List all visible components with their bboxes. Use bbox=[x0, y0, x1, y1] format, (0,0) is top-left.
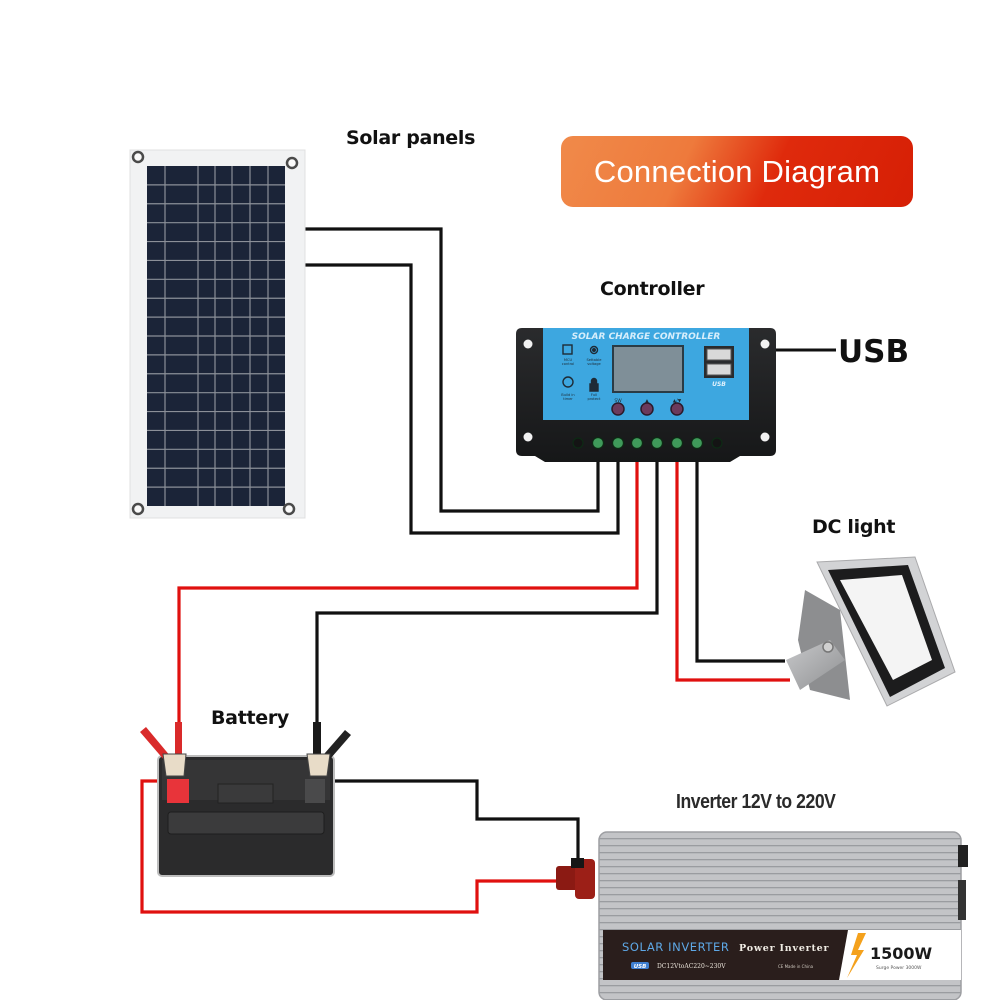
grommet-icon bbox=[131, 502, 145, 516]
wire-solar-positive bbox=[300, 227, 600, 513]
black-clamp bbox=[306, 722, 351, 777]
terminal-screw-icon bbox=[630, 436, 644, 450]
button-label: SW bbox=[614, 398, 622, 404]
usb-port-icon[interactable] bbox=[706, 363, 732, 376]
inverter-power: 1500W bbox=[870, 944, 933, 963]
panel-cell-grid bbox=[147, 166, 285, 506]
usb-ports: USB bbox=[704, 346, 734, 388]
grommet-icon bbox=[285, 156, 299, 170]
button-label: ▲/▼ bbox=[673, 398, 682, 404]
panel-grommets bbox=[131, 150, 299, 516]
inverter-red-cap bbox=[556, 866, 578, 890]
wire-inverter-positive bbox=[140, 779, 560, 914]
lcd-screen bbox=[612, 345, 684, 393]
battery-label: Battery bbox=[211, 707, 290, 729]
terminal-screw-icon bbox=[690, 436, 704, 450]
light-pivot-icon bbox=[822, 641, 834, 653]
wire-inverter-negative bbox=[318, 779, 580, 860]
inverter-label: Inverter 12V to 220V bbox=[676, 791, 836, 813]
red-clamp bbox=[140, 722, 187, 777]
inverter-brand: SOLAR INVERTER bbox=[622, 940, 730, 954]
terminal-screw-icon bbox=[591, 436, 605, 450]
terminal-screw-icon bbox=[670, 436, 684, 450]
solar-panels-label: Solar panels bbox=[346, 127, 476, 149]
mcu-chip-icon bbox=[562, 344, 573, 355]
controller-terminals bbox=[572, 436, 723, 450]
battery-positive-terminal bbox=[167, 779, 189, 803]
inverter: SOLAR INVERTER Power Inverter USB DC12Vt… bbox=[556, 831, 968, 1000]
inverter-cert: CE Made in China bbox=[778, 964, 814, 969]
wire-battery-positive bbox=[177, 458, 639, 722]
feature-label: control bbox=[562, 362, 574, 366]
feature-label: Build in bbox=[561, 393, 574, 397]
battery bbox=[140, 722, 351, 877]
dc-light bbox=[786, 556, 956, 707]
terminal-screw-icon bbox=[650, 436, 664, 450]
lock-icon bbox=[589, 377, 599, 392]
charge-controller: SOLAR CHARGE CONTROLLER MCU control Sett… bbox=[516, 328, 776, 462]
up-button[interactable] bbox=[640, 402, 654, 416]
feature-label: voltage bbox=[587, 362, 601, 366]
controller-buttons: SW ▲ ▲/▼ bbox=[611, 398, 684, 416]
wire-load-positive bbox=[675, 458, 790, 682]
wire-solar-negative bbox=[300, 263, 620, 535]
wires bbox=[140, 227, 836, 914]
sw-button[interactable] bbox=[611, 402, 625, 416]
wire-battery-negative bbox=[315, 458, 659, 722]
wire-load-negative bbox=[695, 458, 785, 663]
battery-negative-terminal bbox=[305, 779, 325, 803]
inverter-spec: DC12VtoAC220~230V bbox=[657, 963, 726, 970]
controller-header: SOLAR CHARGE CONTROLLER bbox=[572, 332, 721, 342]
terminal-cap-icon bbox=[711, 437, 723, 449]
button-label: ▲ bbox=[645, 399, 649, 404]
up-down-button[interactable] bbox=[670, 402, 684, 416]
banner-title: Connection Diagram bbox=[593, 153, 881, 189]
controller-label: Controller bbox=[600, 278, 705, 300]
feature-label: Full bbox=[591, 393, 597, 397]
feature-icons bbox=[562, 344, 599, 392]
feature-label: Settable bbox=[586, 358, 602, 362]
gear-icon bbox=[589, 345, 599, 355]
inverter-type: Power Inverter bbox=[739, 943, 830, 954]
grommet-icon bbox=[131, 150, 145, 164]
connection-diagram-banner: Connection Diagram bbox=[561, 136, 913, 207]
terminal-cap-icon bbox=[572, 437, 584, 449]
inverter-usb-badge: USB bbox=[634, 964, 647, 970]
usb-port-icon[interactable] bbox=[706, 348, 732, 361]
feature-label: MCU bbox=[564, 358, 573, 362]
feature-label: timer bbox=[563, 397, 573, 401]
terminal-screw-icon bbox=[611, 436, 625, 450]
inverter-surge: Surge Power 3000W bbox=[876, 965, 922, 971]
usb-label: USB bbox=[838, 334, 910, 370]
feature-label: protect bbox=[588, 397, 601, 401]
solar-panel bbox=[129, 149, 306, 519]
usb-badge: USB bbox=[712, 381, 726, 388]
dc-light-label: DC light bbox=[812, 516, 896, 538]
grommet-icon bbox=[282, 502, 296, 516]
clock-icon bbox=[562, 376, 574, 388]
